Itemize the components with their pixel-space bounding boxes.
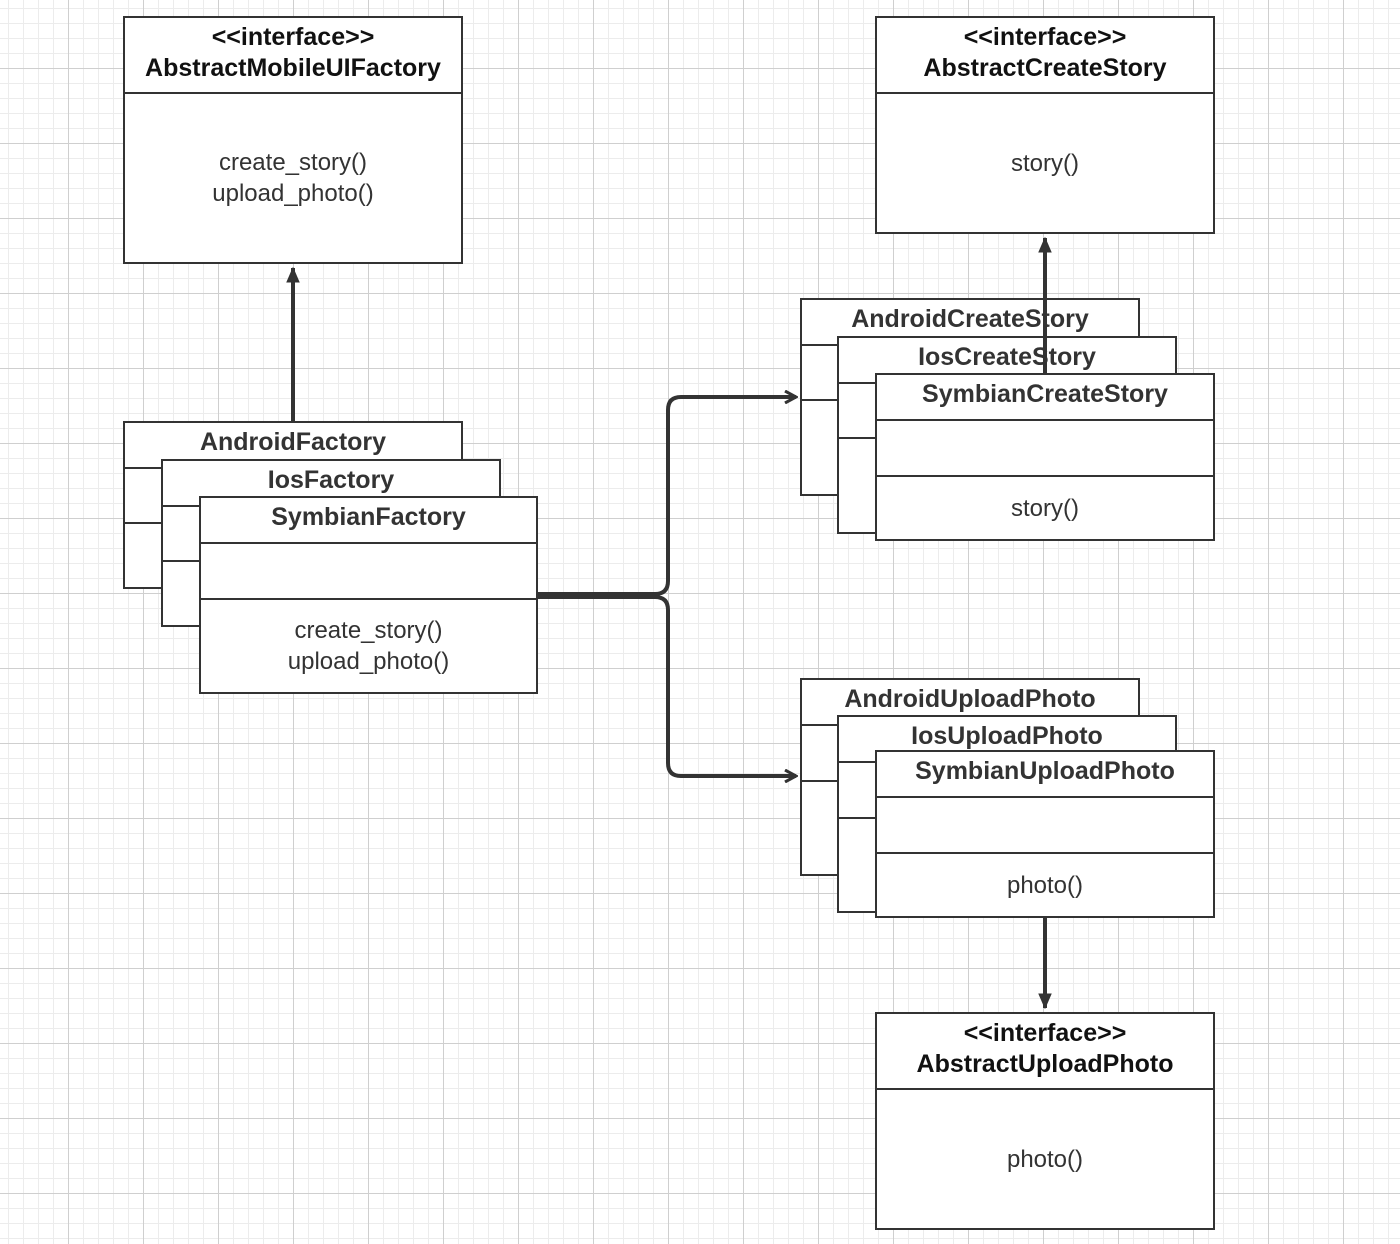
stereotype-label: <<interface>>: [963, 23, 1127, 51]
stereotype-label: <<interface>>: [963, 1019, 1127, 1047]
methods-section: create_story() upload_photo(): [125, 94, 461, 262]
class-header: <<interface>> AbstractCreateStory: [877, 18, 1213, 94]
compartment-divider: [201, 598, 536, 600]
method-label: create_story(): [294, 617, 443, 644]
method-label: story(): [1011, 149, 1079, 177]
compartment-divider: [877, 852, 1213, 854]
method-label: upload_photo(): [287, 648, 450, 675]
method-label: story(): [1011, 494, 1079, 522]
abstract-create-story-interface: <<interface>> AbstractCreateStory story(…: [875, 16, 1215, 234]
symbian-create-story-class: SymbianCreateStory story(): [875, 373, 1215, 541]
method-label: create_story(): [218, 149, 368, 176]
method-label: photo(): [1006, 871, 1084, 899]
methods-section: story(): [877, 477, 1213, 539]
compartment-divider: [877, 475, 1213, 477]
class-header: SymbianCreateStory: [877, 375, 1213, 421]
method-label: upload_photo(): [212, 180, 374, 207]
symbian-upload-photo-class: SymbianUploadPhoto photo(): [875, 750, 1215, 918]
class-name: AbstractMobileUIFactory: [145, 54, 441, 82]
class-header: <<interface>> AbstractUploadPhoto: [877, 1014, 1213, 1090]
method-label: photo(): [1006, 1145, 1084, 1173]
class-header: IosUploadPhoto: [839, 717, 1175, 763]
methods-section: photo(): [877, 1090, 1213, 1228]
abstract-mobile-ui-factory-interface: <<interface>> AbstractMobileUIFactory cr…: [123, 16, 463, 264]
class-name: AbstractUploadPhoto: [916, 1050, 1174, 1078]
factory-to-createstory-arrow: [537, 397, 796, 596]
class-header: SymbianUploadPhoto: [877, 752, 1213, 798]
class-name: AbstractCreateStory: [923, 54, 1167, 82]
factory-to-uploadphoto-arrow: [537, 595, 796, 776]
methods-section: story(): [877, 94, 1213, 232]
methods-section: photo(): [877, 854, 1213, 916]
symbian-factory-class: SymbianFactory create_story() upload_pho…: [199, 496, 538, 694]
methods-section: create_story() upload_photo(): [201, 600, 536, 692]
class-header: SymbianFactory: [201, 498, 536, 544]
stereotype-label: <<interface>>: [211, 23, 375, 51]
abstract-upload-photo-interface: <<interface>> AbstractUploadPhoto photo(…: [875, 1012, 1215, 1230]
class-header: <<interface>> AbstractMobileUIFactory: [125, 18, 461, 94]
